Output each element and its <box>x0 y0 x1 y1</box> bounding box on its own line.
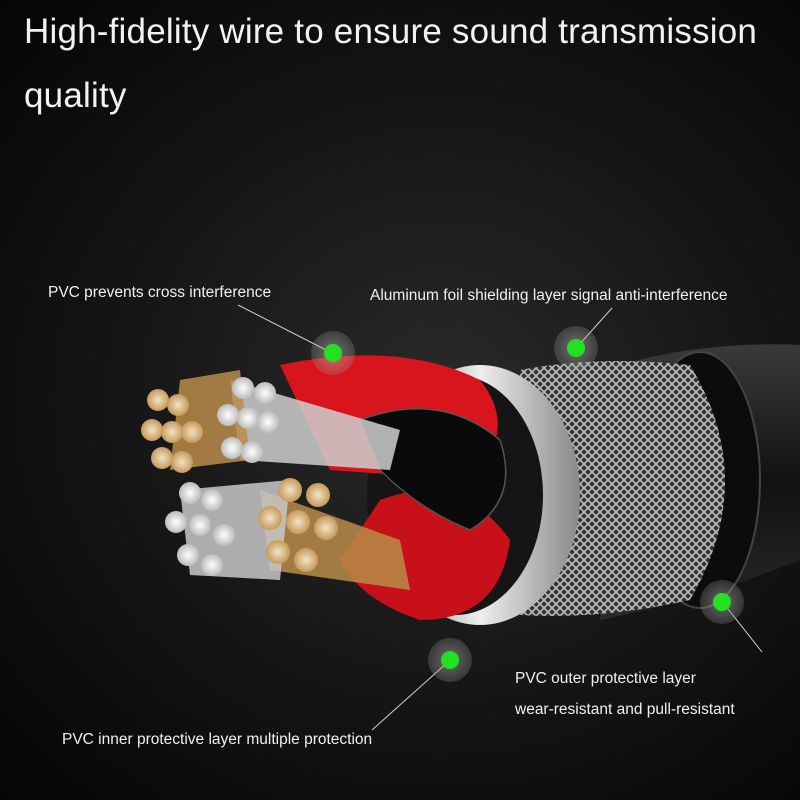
gold-bundle-2 <box>258 478 338 572</box>
callout-outer-layer-1: PVC outer protective layer <box>515 670 696 687</box>
silver-bundle-2 <box>165 482 235 576</box>
silver-strands-upper <box>230 380 400 470</box>
braid-shield <box>520 361 725 616</box>
callout-inner-layer: PVC inner protective layer multiple prot… <box>62 731 373 748</box>
gold-bundle-1 <box>141 389 203 473</box>
headline-line-2: quality <box>24 76 127 115</box>
headline-line-1: High-fidelity wire to ensure sound trans… <box>24 12 758 51</box>
callout-pvc-cross-interference: PVC prevents cross interference <box>48 284 272 301</box>
marker-inner <box>428 638 472 682</box>
callout-aluminum-foil: Aluminum foil shielding layer signal ant… <box>370 287 728 304</box>
silver-bundle-1 <box>217 377 279 463</box>
marker-aluminum <box>554 326 598 370</box>
callout-outer-layer-2: wear-resistant and pull-resistant <box>515 701 735 718</box>
marker-pvc-cross <box>311 331 355 375</box>
marker-outer <box>700 580 744 624</box>
